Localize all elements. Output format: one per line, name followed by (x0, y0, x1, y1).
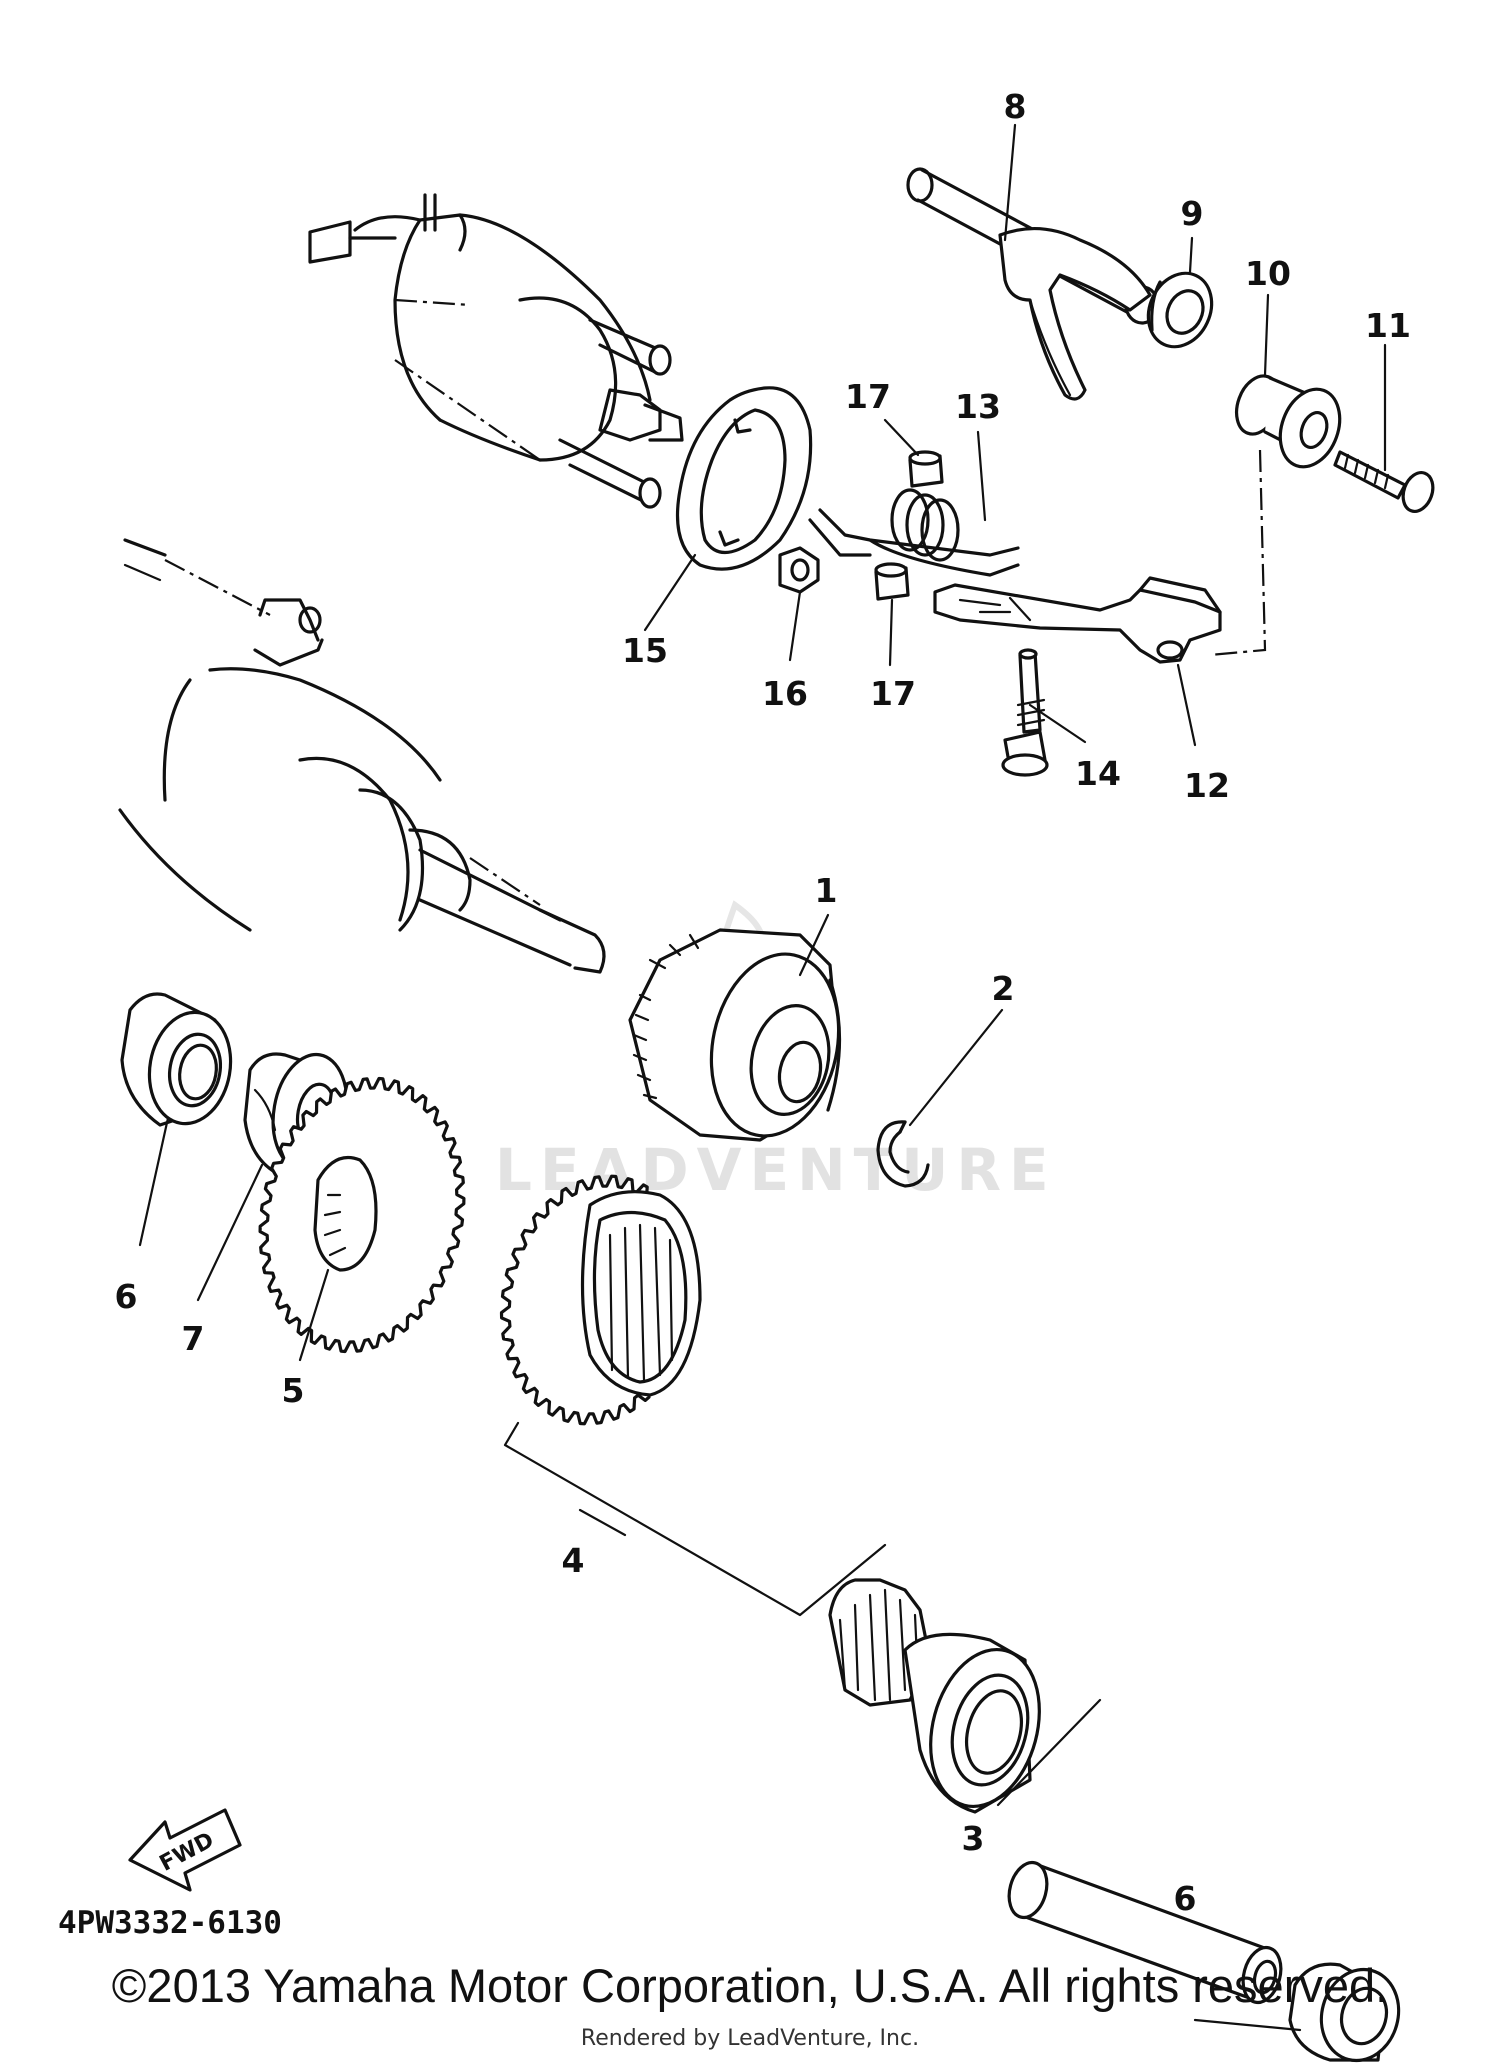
callout-10: 10 (1245, 254, 1291, 293)
part-17-sleeve-bottom (874, 562, 910, 601)
callout-3: 3 (962, 1819, 985, 1858)
starter-solenoid-part (308, 193, 684, 509)
callout-labels: 8 9 10 11 17 13 15 16 17 14 12 1 2 6 7 5… (115, 87, 1411, 1918)
callout-9: 9 (1181, 194, 1204, 233)
callout-8: 8 (1004, 87, 1027, 126)
part-12-brush-arm (933, 576, 1222, 664)
part-4-sleeve (828, 1578, 1041, 1814)
callout-13: 13 (955, 387, 1001, 426)
callout-1: 1 (815, 871, 838, 910)
part-6-bearing-right (1288, 1962, 1401, 2063)
callout-17-bottom: 17 (870, 674, 916, 713)
copyright-footer: ©2013 Yamaha Motor Corporation, U.S.A. A… (111, 1959, 1389, 2012)
fwd-arrow-icon: FWD (128, 1808, 242, 1892)
callout-6-right: 6 (1174, 1879, 1197, 1918)
part-1-starter-clutch (628, 928, 842, 1142)
leader-lines (138, 123, 1387, 2032)
callout-17-top: 17 (845, 377, 891, 416)
callout-15: 15 (622, 631, 668, 670)
part-5-large-gear (258, 1076, 466, 1354)
part-13-spring (808, 488, 1020, 577)
callout-5: 5 (282, 1371, 305, 1410)
callout-12: 12 (1184, 766, 1230, 805)
part-6-bearing-left (120, 992, 233, 1127)
callout-2: 2 (992, 969, 1015, 1008)
callout-6-left: 6 (115, 1277, 138, 1316)
part-15-gasket (675, 386, 813, 571)
part-8-shift-lever (906, 167, 1160, 401)
part-17-sleeve-top (908, 450, 944, 488)
part-code: 4PW3332-6130 (58, 1905, 282, 1941)
callout-16: 16 (762, 674, 808, 713)
callout-4: 4 (562, 1541, 585, 1580)
part-16-nut (778, 546, 820, 594)
part-14-bolt (1001, 648, 1049, 777)
part-11-screw (1333, 450, 1435, 513)
part-10-collar (1234, 374, 1342, 469)
part-9-washer (1146, 271, 1214, 349)
rendered-by-text: Rendered by LeadVenture, Inc. (580, 2026, 920, 2051)
part-4-gear-pair (499, 1174, 702, 1426)
part-3-shaft (1007, 1860, 1283, 2005)
callout-14: 14 (1075, 754, 1121, 793)
callout-7: 7 (182, 1319, 205, 1358)
part-2-circlip (876, 1120, 930, 1188)
starter-motor-part (118, 538, 606, 974)
callout-11: 11 (1365, 306, 1411, 345)
assembly-line-10-12 (1209, 449, 1267, 657)
